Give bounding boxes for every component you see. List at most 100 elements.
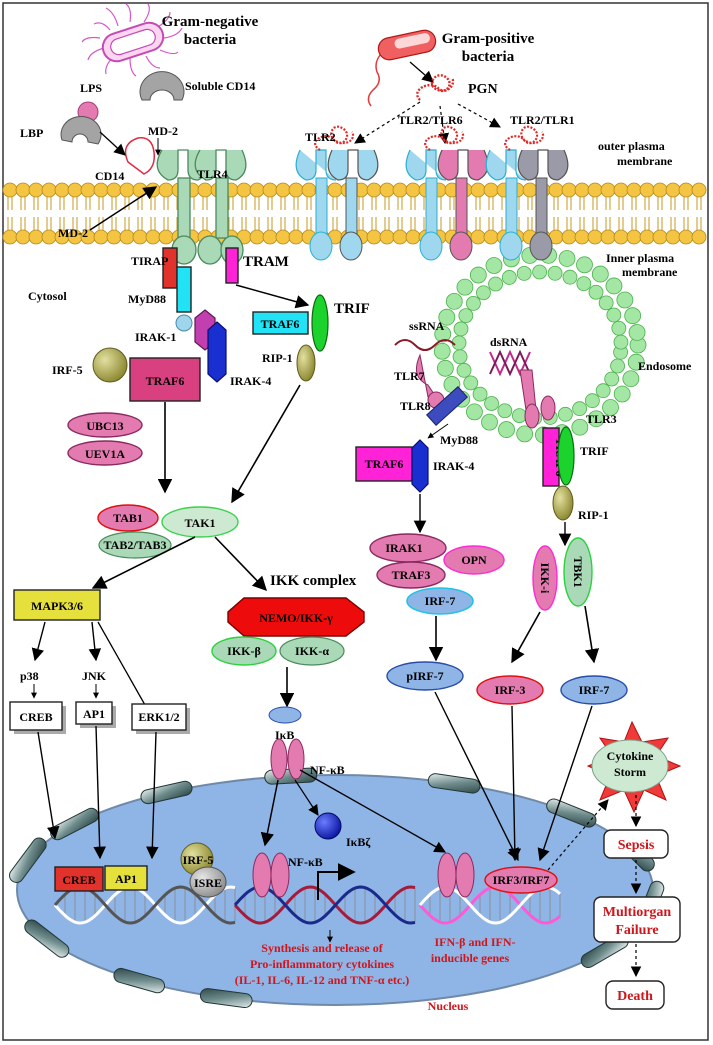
ifn-line-1: IFN-β and IFN- bbox=[435, 935, 516, 949]
rip1-to-tak1-arrow bbox=[231, 384, 301, 504]
lbp-arrow bbox=[99, 131, 126, 156]
rip1-left-label: RIP-1 bbox=[262, 351, 293, 365]
irf7b-to-nucleus-arrow bbox=[537, 705, 593, 862]
gram-negative-label: Gram-negative bbox=[162, 14, 259, 30]
traf6-endo-box bbox=[355, 446, 413, 482]
myd88-endo-label: MyD88 bbox=[440, 433, 478, 447]
creb-nuc-box bbox=[54, 866, 104, 892]
irf5-nuc-label: IRF-5 bbox=[183, 853, 214, 867]
tirap-label: TIRAP bbox=[131, 254, 168, 268]
svg-text:Inner plasma: Inner plasma bbox=[606, 251, 674, 265]
erk-to-nucleus-arrow bbox=[146, 731, 159, 860]
irak4-label: IRAK-4 bbox=[230, 374, 271, 388]
pgn-to-tlr2-arrow bbox=[354, 101, 421, 144]
tak1-to-ikk-arrow bbox=[214, 536, 267, 592]
tlr3-label: TLR3 bbox=[586, 412, 617, 426]
ap1-nuc-label: AP1 bbox=[115, 872, 137, 886]
tbk1-label: TBK1 bbox=[571, 556, 585, 587]
pgn-to-tlr2-6-arrow bbox=[438, 105, 450, 145]
tlr8-label: TLR8 bbox=[400, 399, 431, 413]
irak1-endo-label: IRAK1 bbox=[385, 541, 422, 555]
inner-membrane-label: Inner plasma bbox=[606, 251, 674, 265]
traf6-main-box bbox=[129, 357, 201, 402]
tlr7-label: TLR7 bbox=[394, 369, 425, 383]
irf5-ball-icon bbox=[92, 347, 128, 383]
tlr2-tlr6-label: TLR2/TLR6 bbox=[398, 113, 463, 127]
pgn-icon bbox=[416, 74, 455, 101]
myd88-label: MyD88 bbox=[128, 292, 166, 306]
endosome-label: Endosome bbox=[638, 359, 692, 373]
myd88-death-domain-icon bbox=[175, 314, 193, 332]
gram-negative-bacteria-icon bbox=[81, 3, 183, 77]
ikbz-ball-icon bbox=[314, 812, 342, 840]
md2-top-label: MD-2 bbox=[148, 124, 178, 138]
nfkb-to-ikbz-arrow bbox=[294, 779, 319, 816]
synthesis-line-3: (IL-1, IL-6, IL-12 and TNF-α etc.) bbox=[235, 973, 409, 987]
tram-label: TRAM bbox=[243, 254, 289, 270]
cytosol-label: Cytosol bbox=[28, 289, 67, 303]
synthesis-line-2: Pro-inflammatory cytokines bbox=[250, 957, 394, 971]
ikb-label: IκB bbox=[275, 728, 294, 742]
rip1-endo-shape bbox=[552, 485, 574, 521]
bacteria-to-pgn-arrow bbox=[409, 61, 434, 83]
isre-label: ISRE bbox=[194, 876, 222, 890]
ap1-nuc-box bbox=[104, 865, 148, 891]
traf6-trif-label: TRAF6 bbox=[261, 317, 300, 331]
soluble-cd14-label: Soluble CD14 bbox=[185, 79, 255, 93]
uev1a-ellipse bbox=[67, 440, 143, 466]
endosome-vesicle bbox=[433, 246, 647, 444]
ssrna-label: ssRNA bbox=[409, 319, 445, 333]
traf6-trif-box bbox=[252, 311, 309, 335]
svg-text:bacteria: bacteria bbox=[184, 32, 237, 48]
tlr3-receptor bbox=[519, 369, 556, 429]
ikkb-ellipse bbox=[211, 636, 277, 666]
tlr2-receptors bbox=[295, 125, 569, 261]
tlr8-shape bbox=[426, 386, 468, 426]
svg-text:bacteria: bacteria bbox=[462, 49, 515, 65]
svg-text:Storm: Storm bbox=[614, 765, 646, 779]
rip1-left-shape bbox=[296, 344, 316, 382]
sepsis-label: Sepsis bbox=[618, 838, 655, 853]
creb-box bbox=[9, 701, 63, 731]
tlr2-label: TLR2 bbox=[305, 130, 336, 144]
jnk-label: JNK bbox=[82, 669, 107, 683]
cd14-label: CD14 bbox=[95, 169, 124, 183]
svg-text:Pro-inflammatory cytokines: Pro-inflammatory cytokines bbox=[250, 957, 394, 971]
rip1-endo-label: RIP-1 bbox=[578, 508, 609, 522]
pirf7-to-nucleus-arrow bbox=[434, 691, 519, 862]
outer-membrane-label: outer plasma bbox=[598, 139, 665, 153]
transcription-start-arrow bbox=[317, 863, 356, 900]
sepsis-box bbox=[603, 829, 669, 859]
soluble-cd14-icon bbox=[139, 71, 185, 101]
svg-text:inducible genes: inducible genes bbox=[431, 951, 510, 965]
nemo-octagon bbox=[227, 597, 365, 637]
irak4-endo-label: IRAK-4 bbox=[433, 459, 474, 473]
tak1-ellipse bbox=[161, 506, 239, 538]
lps-label: LPS bbox=[80, 81, 102, 95]
creb-to-nucleus-arrow bbox=[37, 731, 60, 840]
lbp-icon bbox=[60, 116, 102, 145]
svg-text:Gram-positive: Gram-positive bbox=[442, 31, 535, 47]
md2-bottom-label: MD-2 bbox=[58, 226, 88, 240]
storm-line-1: Cytokine bbox=[607, 749, 654, 763]
tab1-label: TAB1 bbox=[113, 511, 143, 525]
irf3-to-nucleus-arrow bbox=[508, 705, 522, 862]
irf3-label: IRF-3 bbox=[495, 683, 526, 697]
tlr4-label: TLR4 bbox=[197, 167, 228, 181]
svg-text:Failure: Failure bbox=[615, 923, 658, 938]
dsrna-label: dsRNA bbox=[490, 335, 528, 349]
ubc13-ellipse bbox=[67, 412, 143, 438]
md2-bottom-arrow bbox=[89, 186, 158, 231]
irf5-label: IRF-5 bbox=[52, 363, 83, 377]
gram-negative-label-2: bacteria bbox=[184, 32, 237, 48]
nfkb-nuc-dimer bbox=[252, 852, 290, 898]
erk-box bbox=[131, 703, 187, 731]
irf3-irf7-ellipse bbox=[484, 866, 558, 894]
svg-text:Multiorgan: Multiorgan bbox=[603, 905, 672, 920]
tak1-to-mapk-arrow bbox=[91, 536, 196, 589]
cytokine-storm-burst-icon bbox=[586, 720, 682, 814]
ikki-ellipse bbox=[532, 545, 558, 611]
nfkb-nuc-label: NF-κB bbox=[288, 855, 323, 869]
